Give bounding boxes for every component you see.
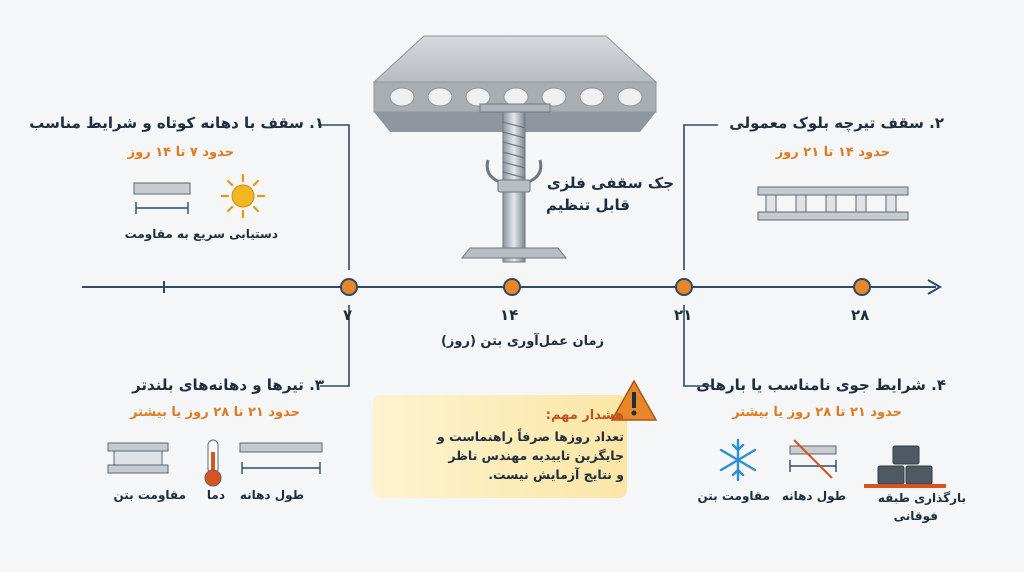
- card-4-title: ۴. شرایط جوی نامناسب یا بارهای: [696, 376, 946, 394]
- marker-day-7: [340, 278, 358, 296]
- card-3-label-strength: مقاومت بتن: [113, 488, 186, 502]
- thermometer-icon: [204, 439, 222, 487]
- card-4-range: حدود ۲۱ تا ۲۸ روز یا بیشتر: [732, 405, 902, 420]
- card-2-range: حدود ۱۴ تا ۲۱ روز: [775, 145, 890, 160]
- weights-icon: [864, 445, 946, 488]
- jack-label-line-2: قابل تنظیم: [546, 196, 630, 214]
- timeline-arrow: [927, 279, 942, 295]
- marker-day-14: [503, 278, 521, 296]
- tick-label-28: ۲۸: [851, 306, 870, 324]
- warning-line-3: و نتایج آزمایش نیست.: [488, 467, 624, 482]
- concrete-strength-beam-icon: [107, 442, 169, 474]
- card-3-title: ۳. تیرها و دهانه‌های بلندتر: [132, 376, 324, 394]
- snowflake-icon: [719, 438, 757, 482]
- card-3-range: حدود ۲۱ تا ۲۸ روز یا بیشتر: [130, 405, 300, 420]
- card-4-label-load: بارگذاری طبقه: [877, 491, 966, 505]
- marker-day-21: [675, 278, 693, 296]
- card-1-label: دستیابی سریع به مقاومت: [124, 227, 278, 241]
- card-1-range: حدود ۷ تا ۱۴ روز: [127, 145, 234, 160]
- warning-box-bg: [373, 395, 627, 498]
- long-span-beam-icon: [239, 442, 323, 474]
- card-4-label-strength: مقاومت بتن: [697, 489, 770, 503]
- span-no-icon: [789, 439, 837, 479]
- tick-label-14: ۱۴: [500, 306, 519, 324]
- connector-card-1: [318, 124, 350, 270]
- card-3-label-temp: دما: [206, 488, 225, 502]
- warning-heading: هشدار مهم:: [545, 408, 624, 423]
- connector-card-2: [683, 124, 718, 270]
- joist-block-icon: [757, 186, 909, 221]
- tick-label-7: ۷: [343, 306, 353, 324]
- connector-card-4: [683, 305, 712, 387]
- steel-jack-icon: [460, 103, 568, 263]
- jack-label-line-1: جک سقفی فلزی: [546, 174, 674, 192]
- warning-line-1: تعداد روزها صرفاً راهنماست و: [437, 429, 624, 444]
- axis-label: زمان عمل‌آوری بتن (روز): [440, 334, 604, 349]
- tick-label-21: ۲۱: [674, 306, 693, 324]
- sun-icon: [220, 173, 266, 219]
- card-4-label-upper: فوقانی: [893, 509, 938, 523]
- connector-card-3: [320, 305, 350, 387]
- card-3-label-span: طول دهانه: [239, 488, 304, 502]
- card-2-title: ۲. سقف تیرچه بلوک معمولی: [729, 114, 944, 132]
- short-span-beam-icon: [133, 182, 191, 214]
- card-4-label-span: طول دهانه: [781, 489, 846, 503]
- warning-line-2: جایگزین تاییدیه مهندس ناظر: [448, 448, 624, 463]
- card-1-title: ۱. سقف با دهانه کوتاه و شرایط مناسب: [29, 114, 324, 132]
- concrete-slab-icon: [372, 35, 658, 132]
- warning-icon: [610, 379, 658, 421]
- marker-day-28: [853, 278, 871, 296]
